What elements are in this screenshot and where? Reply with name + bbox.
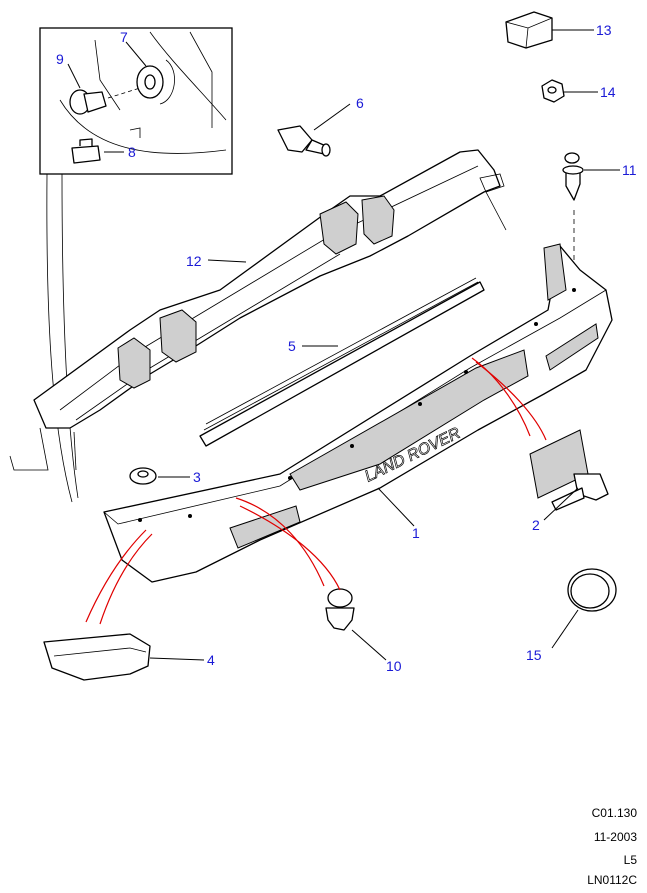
- illustration-id: LN0112C: [587, 873, 637, 887]
- inset-detail: 7 9 8: [39, 27, 233, 175]
- callout-9: 9: [56, 51, 64, 67]
- inset-connector-right: [61, 173, 79, 499]
- scrivet-11: [562, 152, 584, 262]
- ring-15: [567, 568, 617, 612]
- step-rail: [199, 277, 485, 447]
- callout-13: 13: [596, 22, 612, 38]
- callout-3: 3: [193, 469, 201, 485]
- callout-6: 6: [356, 95, 364, 111]
- nut-14: [541, 79, 565, 103]
- callout-11: 11: [622, 162, 637, 178]
- block-13: [505, 11, 553, 49]
- reference-date: 11-2003: [593, 830, 637, 844]
- callout-15: 15: [526, 647, 542, 663]
- leader-lines: [149, 29, 620, 661]
- callout-8: 8: [128, 144, 136, 160]
- callout-5: 5: [288, 338, 296, 354]
- callout-1: 1: [412, 525, 420, 541]
- callout-4: 4: [207, 652, 215, 668]
- callout-2: 2: [532, 517, 540, 533]
- reference-level: L5: [623, 853, 637, 867]
- reference-code: C01.130: [591, 806, 637, 820]
- push-clip-10: [325, 588, 355, 631]
- bumper-armature: [9, 149, 507, 471]
- end-cap: [43, 633, 151, 681]
- callout-12: 12: [186, 253, 202, 269]
- callout-14: 14: [600, 84, 616, 100]
- fitting-lines: [85, 357, 547, 625]
- clip-6: [277, 125, 331, 157]
- callout-10: 10: [386, 658, 402, 674]
- rear-bumper: LAND ROVER: [103, 243, 613, 583]
- callouts: 1 2 3 4 5 6 10 11 12 13 14 15: [186, 22, 637, 674]
- callout-7: 7: [120, 29, 128, 45]
- inset-connector-left: [46, 173, 73, 503]
